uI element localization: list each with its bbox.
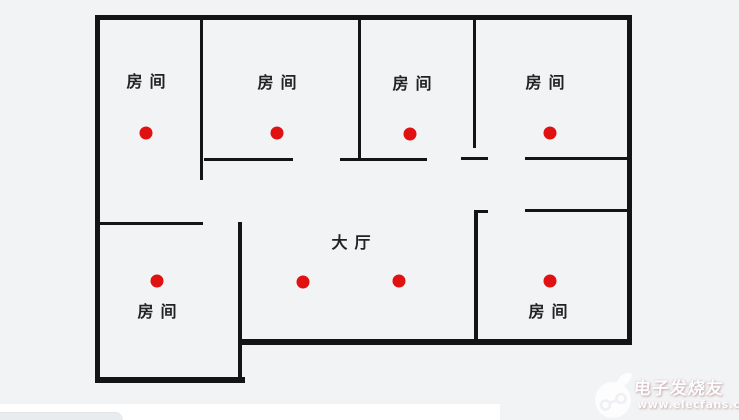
- room-label-top-4: 房间: [525, 73, 572, 92]
- room-label-top-1: 房间: [126, 72, 173, 91]
- device-dot-room-top-1: [139, 126, 153, 140]
- wall-room-br-left: [474, 210, 478, 342]
- bottom-rounded-tab: [0, 412, 123, 420]
- wall-divider-room1-room2: [200, 17, 203, 180]
- wall-room-br-top-stub: [474, 210, 488, 213]
- wall-room2-room3-bottom: [340, 158, 427, 161]
- wall-room3-room4-bottom: [461, 157, 488, 160]
- device-dot-room-top-3: [403, 127, 417, 141]
- wall-bottom-left-room: [95, 377, 245, 383]
- wall-right: [627, 15, 632, 345]
- wall-room-bl-right: [238, 222, 242, 381]
- wall-room2-bottom-a: [204, 158, 293, 161]
- watermark-brand-text: 电子发烧友: [632, 379, 725, 399]
- wall-left: [95, 15, 100, 383]
- room-label-top-2: 房间: [257, 73, 304, 92]
- device-dot-hall: [392, 274, 406, 288]
- device-dot-hall: [296, 275, 310, 289]
- wall-top: [95, 15, 632, 20]
- watermark: 电子发烧友 www.elecfans.com: [594, 370, 739, 420]
- wall-divider-room3-room4: [473, 17, 476, 148]
- wall-room4-bottom: [525, 157, 629, 160]
- bottom-white-strip: [0, 404, 500, 420]
- wall-room-br-top: [525, 209, 630, 212]
- wall-divider-room2-room3: [358, 17, 361, 160]
- room-label-top-3: 房间: [392, 74, 439, 93]
- elecfans-logo-icon: [595, 373, 632, 418]
- room-label-bottom-left: 房间: [137, 302, 184, 321]
- wall-room-bl-top: [97, 222, 203, 225]
- device-dot-room-bottom-left: [150, 274, 164, 288]
- device-dot-room-top-2: [270, 126, 284, 140]
- wall-bottom-hall: [241, 339, 632, 345]
- room-label-bottom-right: 房间: [528, 302, 575, 321]
- hall-label: 大厅: [331, 233, 378, 252]
- watermark-url-text: www.elecfans.com: [637, 398, 739, 411]
- device-dot-room-bottom-right: [543, 274, 557, 288]
- device-dot-room-top-4: [543, 126, 557, 140]
